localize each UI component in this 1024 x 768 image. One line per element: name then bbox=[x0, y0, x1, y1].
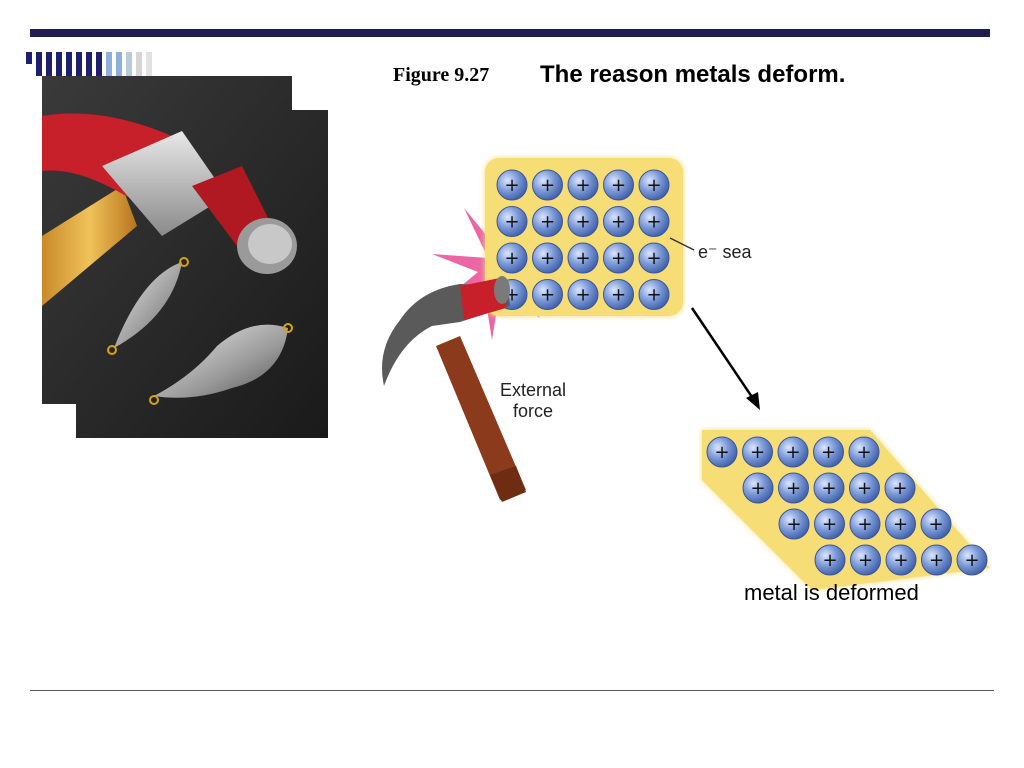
svg-text:+: + bbox=[540, 175, 555, 196]
metal-ions-original: ++++++++++++++++++++ bbox=[496, 169, 670, 310]
svg-text:+: + bbox=[611, 175, 626, 196]
metal-ion: + bbox=[532, 169, 563, 201]
svg-text:+: + bbox=[786, 478, 801, 499]
svg-text:+: + bbox=[714, 442, 729, 463]
svg-text:+: + bbox=[750, 478, 765, 499]
svg-text:+: + bbox=[892, 478, 907, 499]
metal-ion: + bbox=[496, 169, 528, 201]
svg-text:+: + bbox=[893, 550, 908, 571]
metal-ion: + bbox=[778, 472, 809, 504]
metal-ion: + bbox=[814, 508, 845, 540]
metal-ion: + bbox=[777, 436, 809, 468]
metal-ion: + bbox=[921, 544, 952, 576]
metal-ion: + bbox=[778, 508, 810, 540]
metal-ion: + bbox=[849, 508, 881, 540]
svg-text:+: + bbox=[893, 514, 908, 535]
svg-text:+: + bbox=[504, 248, 519, 269]
metal-deformation-diagram: + + + + + + + + + + + + + + + + + + + + e⁻ sea External for… bbox=[382, 158, 990, 590]
metal-ion: + bbox=[849, 472, 880, 504]
deformation-arrow bbox=[690, 307, 760, 410]
metal-ion: + bbox=[603, 279, 634, 310]
hammer-sinkers-photo bbox=[42, 76, 328, 438]
metal-ion: + bbox=[532, 279, 563, 310]
svg-text:+: + bbox=[964, 550, 979, 571]
metal-ion: + bbox=[603, 242, 634, 274]
svg-text:+: + bbox=[575, 248, 590, 269]
metal-ion: + bbox=[638, 169, 670, 201]
svg-text:+: + bbox=[786, 514, 801, 535]
electron-sea-pointer bbox=[669, 237, 695, 251]
metal-ion: + bbox=[884, 472, 916, 504]
electron-sea-original bbox=[485, 158, 683, 316]
metal-ion: + bbox=[706, 436, 738, 468]
electron-sea-deformed bbox=[702, 430, 990, 590]
svg-text:+: + bbox=[646, 285, 661, 306]
svg-text:+: + bbox=[929, 550, 944, 571]
metal-ion: + bbox=[742, 436, 773, 468]
decorative-stripes bbox=[26, 52, 152, 76]
metal-ions-deformed: + + + + + + + + + + + + + + + + + + + + bbox=[706, 436, 988, 576]
svg-text:+: + bbox=[611, 212, 626, 233]
svg-text:+: + bbox=[504, 212, 519, 233]
metal-ion: + bbox=[920, 508, 952, 540]
metal-ion: + bbox=[638, 279, 670, 310]
svg-text:+: + bbox=[785, 442, 800, 463]
svg-text:+: + bbox=[858, 550, 873, 571]
svg-text:+: + bbox=[821, 478, 836, 499]
footer-rule bbox=[30, 690, 994, 691]
external-force-label-line1: External bbox=[500, 380, 566, 400]
metal-ion: + bbox=[567, 279, 599, 310]
metal-ion: + bbox=[567, 242, 599, 274]
metal-ion: + bbox=[496, 206, 528, 237]
metal-ion: + bbox=[532, 242, 563, 274]
svg-text:+: + bbox=[646, 175, 661, 196]
svg-text:+: + bbox=[611, 285, 626, 306]
svg-text:+: + bbox=[540, 212, 555, 233]
svg-text:+: + bbox=[857, 514, 872, 535]
svg-text:+: + bbox=[821, 442, 836, 463]
svg-text:+: + bbox=[540, 248, 555, 269]
header-bar bbox=[30, 29, 990, 37]
figure-title: The reason metals deform. bbox=[540, 61, 846, 88]
svg-text:+: + bbox=[857, 478, 872, 499]
metal-ion: + bbox=[603, 206, 634, 237]
metal-ion: + bbox=[848, 436, 880, 468]
electron-sea-label: e⁻ sea bbox=[698, 242, 753, 262]
metal-ion: + bbox=[956, 544, 988, 576]
svg-text:+: + bbox=[822, 514, 837, 535]
metal-ion: + bbox=[638, 242, 670, 274]
metal-ion: + bbox=[567, 206, 599, 237]
metal-ion: + bbox=[496, 242, 528, 274]
deformed-label: metal is deformed bbox=[744, 580, 919, 605]
metal-ion: + bbox=[813, 472, 845, 504]
svg-text:+: + bbox=[646, 248, 661, 269]
metal-ion: + bbox=[567, 169, 599, 201]
figure-number: Figure 9.27 bbox=[393, 64, 490, 86]
metal-ion: + bbox=[742, 472, 774, 504]
svg-text:+: + bbox=[540, 285, 555, 306]
metal-ion: + bbox=[850, 544, 881, 576]
metal-ion: + bbox=[813, 436, 844, 468]
hammer-icon bbox=[382, 276, 526, 502]
svg-text:+: + bbox=[575, 285, 590, 306]
metal-ion: + bbox=[603, 169, 634, 201]
metal-ion: + bbox=[638, 206, 670, 237]
svg-text:+: + bbox=[575, 212, 590, 233]
external-force-label-line2: force bbox=[513, 401, 553, 421]
svg-text:+: + bbox=[822, 550, 837, 571]
svg-text:+: + bbox=[646, 212, 661, 233]
svg-text:+: + bbox=[856, 442, 871, 463]
metal-ion: + bbox=[814, 544, 846, 576]
svg-text:+: + bbox=[611, 248, 626, 269]
svg-text:+: + bbox=[575, 175, 590, 196]
metal-ion: + bbox=[885, 544, 917, 576]
metal-ion: + bbox=[532, 206, 563, 237]
svg-text:+: + bbox=[504, 175, 519, 196]
svg-text:+: + bbox=[928, 514, 943, 535]
svg-text:+: + bbox=[750, 442, 765, 463]
metal-ion: + bbox=[885, 508, 916, 540]
